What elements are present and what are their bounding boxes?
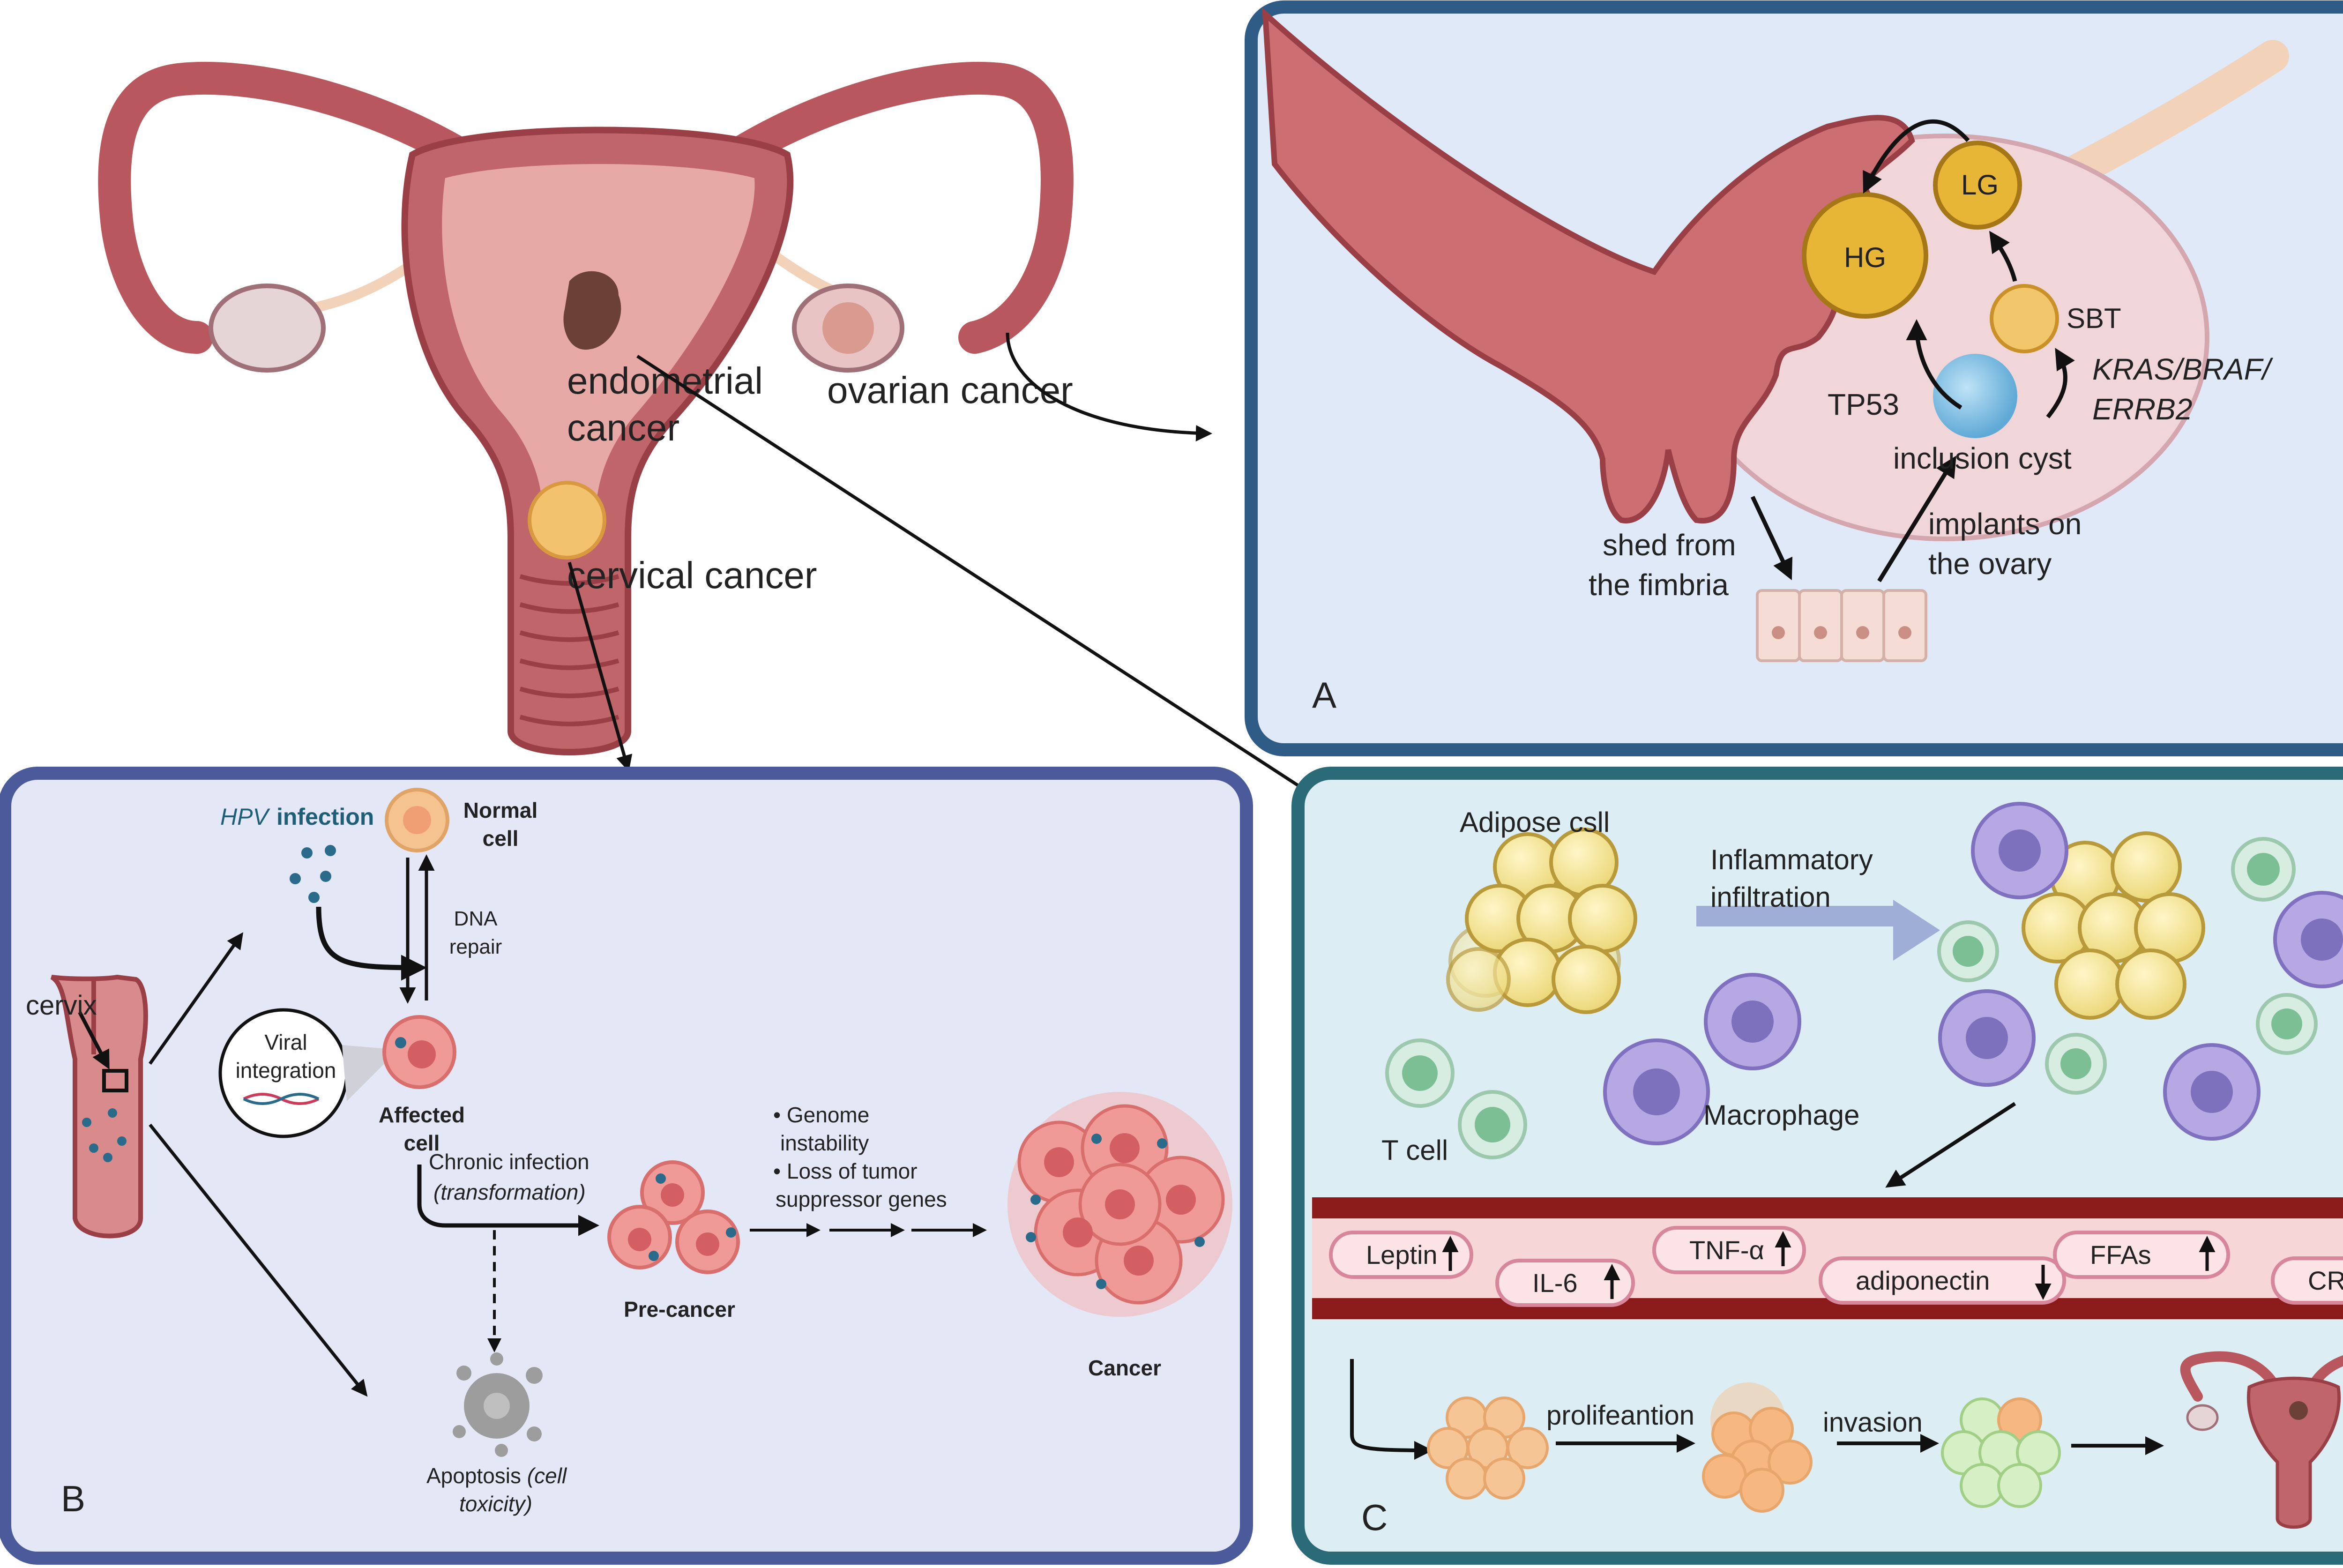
hpv-particles <box>290 845 336 903</box>
ovarian-cancer-label: ovarian cancer <box>827 369 1073 411</box>
lg-tumor <box>1933 141 2022 230</box>
shed-fimbria-label-line1: shed from <box>1603 528 1736 562</box>
adipose-cell-label: Adipose csll <box>1460 806 1610 838</box>
inflammatory-label-line2: infiltration <box>1710 881 1831 913</box>
macrophages <box>1603 973 1801 1145</box>
proliferation-label: prolifeantion <box>1546 1400 1694 1431</box>
inclusion-cyst-label: inclusion cyst <box>1893 441 2072 475</box>
dna-repair-label-line1: DNA <box>454 907 498 930</box>
sbt-tumor <box>1990 284 2059 353</box>
hpv-label: HPV <box>220 804 270 830</box>
infection-label: infection <box>276 804 374 830</box>
marker-label: adiponectin <box>1856 1266 1990 1295</box>
precancer-cells <box>607 1160 740 1274</box>
panel-b <box>0 767 1253 1565</box>
affected-cell-label-line2: cell <box>404 1131 440 1155</box>
t-cell-label: T cell <box>1381 1135 1448 1166</box>
marker-label: IL-6 <box>1532 1268 1578 1298</box>
lg-label: LG <box>1961 169 1999 201</box>
panel-a <box>1245 0 2343 756</box>
uterus-overview-illustration <box>98 61 1074 755</box>
viral-integration-label-line2: integration <box>236 1058 336 1083</box>
marker-il-6: IL-6 <box>1495 1259 1635 1307</box>
marker-leptin: Leptin <box>1329 1231 1473 1279</box>
invading-cells <box>1941 1397 2061 1508</box>
apoptotic-cell <box>453 1352 543 1457</box>
small-cervix <box>50 974 148 1239</box>
precancer-label: Pre-cancer <box>624 1297 735 1322</box>
implants-label-line1: implants on <box>1928 507 2082 541</box>
vessel-wall-top <box>1312 1197 2343 1218</box>
fallopian-tube-fimbria <box>1262 7 1915 524</box>
kras-braf-label-line2: ERRB2 <box>2092 392 2192 426</box>
sbt-label: SBT <box>2067 303 2121 334</box>
vessel-wall-bottom <box>1312 1298 2343 1319</box>
panel-c <box>1291 767 2343 1565</box>
kras-braf-label-line1: KRAS/BRAF/ <box>2092 352 2274 386</box>
chronic-infection-label-line2: (transformation) <box>433 1180 586 1204</box>
endometrial-cancer-label-line2: cancer <box>567 407 679 448</box>
macrophage-label: Macrophage <box>1703 1099 1860 1131</box>
cancer-label: Cancer <box>1088 1356 1161 1380</box>
hg-label: HG <box>1844 242 1886 273</box>
cervical-tumor <box>528 481 606 560</box>
dna-repair-label-line2: repair <box>449 935 502 958</box>
tp53-label: TP53 <box>1828 388 1899 421</box>
epithelium-cells <box>1756 589 1927 662</box>
affected-cell-label-line1: Affected <box>379 1103 465 1127</box>
shed-fimbria-label-line2: the fimbria <box>1589 568 1729 602</box>
panel-a-letter: A <box>1312 674 1336 716</box>
normal-cell-label-line2: cell <box>483 826 519 851</box>
hg-tumor <box>1802 192 1928 319</box>
cervical-cancer-label: cervical cancer <box>567 554 817 596</box>
genome-instability-line2: instability <box>780 1131 869 1155</box>
panel-c-letter: C <box>1361 1497 1388 1538</box>
panel-b-letter: B <box>61 1478 85 1519</box>
implants-label-line2: the ovary <box>1928 547 2052 581</box>
marker-crp: CRP <box>2271 1256 2343 1305</box>
marker-label: Leptin <box>1366 1240 1438 1269</box>
arrow-to-panel-b <box>567 562 633 772</box>
apoptosis-label-line2: toxicity) <box>459 1492 532 1516</box>
cancer-cluster <box>1007 1092 1232 1317</box>
marker-adiponectin: adiponectin <box>1819 1256 2066 1305</box>
t-cells <box>1385 1038 1527 1159</box>
endometrial-cancer-label-line1: endometrial <box>567 360 763 402</box>
loss-tumor-suppressor-line2: suppressor genes <box>776 1187 947 1211</box>
arrow-to-panel-c <box>636 355 1329 806</box>
chronic-infection-label-line1: Chronic infection <box>429 1150 589 1174</box>
inflammatory-label-line1: Inflammatory <box>1710 844 1873 875</box>
marker-ffas: FFAs <box>2053 1231 2230 1279</box>
marker-label: TNF-α <box>1689 1235 1764 1265</box>
arrow-to-panel-a <box>1006 332 1212 441</box>
marker-label: CRP <box>2308 1266 2343 1295</box>
normal-cell-label-line1: Normal <box>463 798 537 822</box>
endometrial-tumor <box>563 271 621 350</box>
apoptosis-label-line1: Apoptosis (cell <box>426 1463 567 1488</box>
adipose-cluster <box>1446 828 1637 1014</box>
marker-tnf-: TNF-α <box>1652 1226 1806 1274</box>
cervix-zoom-box <box>102 1069 128 1092</box>
loss-tumor-suppressor-line1: • Loss of tumor <box>773 1159 918 1183</box>
expanding-cells <box>1702 1382 1813 1513</box>
proliferating-cells <box>1427 1396 1549 1500</box>
marker-label: FFAs <box>2090 1240 2151 1269</box>
left-ovary <box>209 284 326 373</box>
small-uterus-icon <box>2180 1351 2343 1529</box>
invasion-label: invasion <box>1823 1407 1923 1438</box>
genome-instability-line1: • Genome <box>773 1103 869 1127</box>
inclusion-cyst <box>1933 354 2017 438</box>
cervix-label: cervix <box>26 990 97 1021</box>
viral-integration-label-line1: Viral <box>264 1030 307 1054</box>
